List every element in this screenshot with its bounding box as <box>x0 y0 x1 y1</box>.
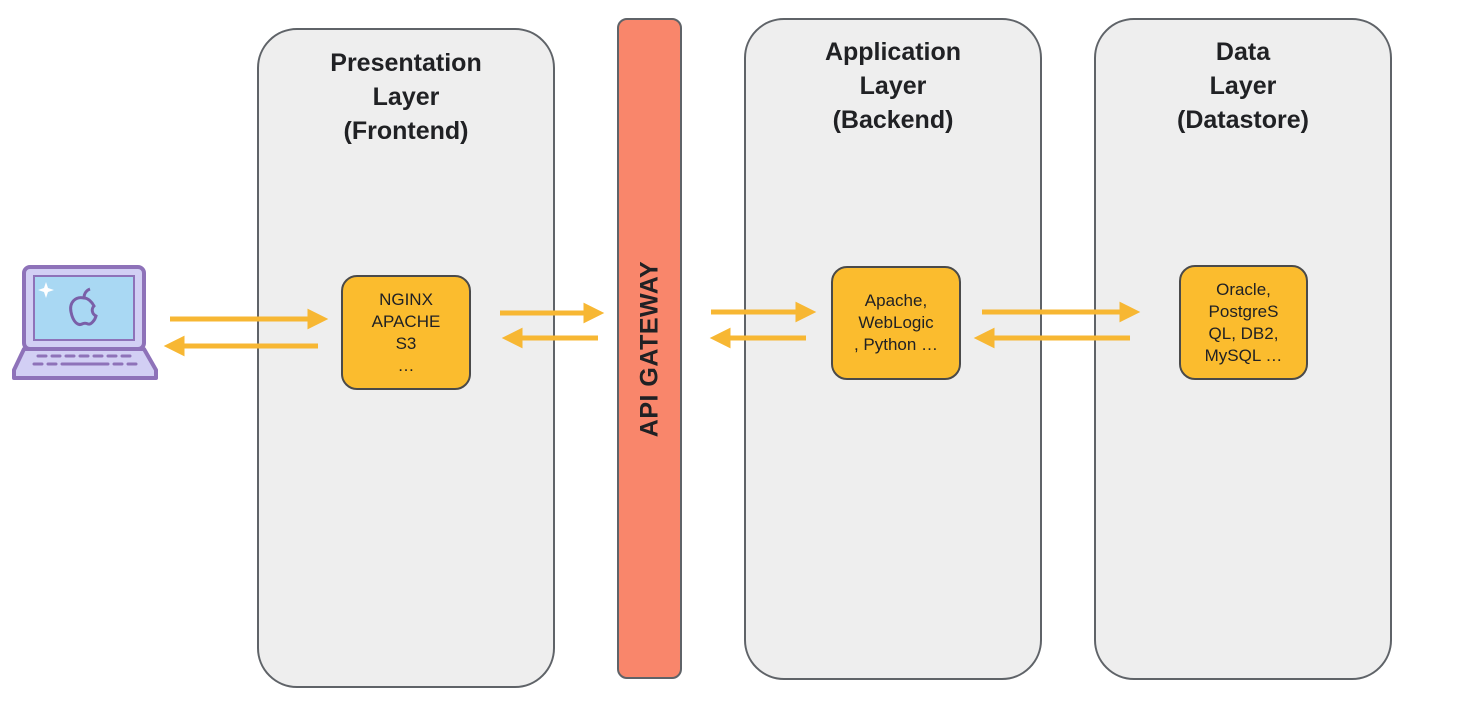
frontend-tech-box: NGINX APACHE S3 … <box>341 275 471 390</box>
presentation-layer-title: Presentation Layer (Frontend) <box>330 49 482 145</box>
laptop-icon <box>12 264 158 384</box>
data-layer-title: Data Layer (Datastore) <box>1177 38 1309 134</box>
application-layer-title: Application Layer (Backend) <box>824 38 962 134</box>
api-gateway: API GATEWAY <box>617 18 682 679</box>
backend-tech-box: Apache, WebLogic , Python … <box>831 266 961 380</box>
datastore-tech-box: Oracle, PostgreS QL, DB2, MySQL … <box>1179 265 1308 380</box>
